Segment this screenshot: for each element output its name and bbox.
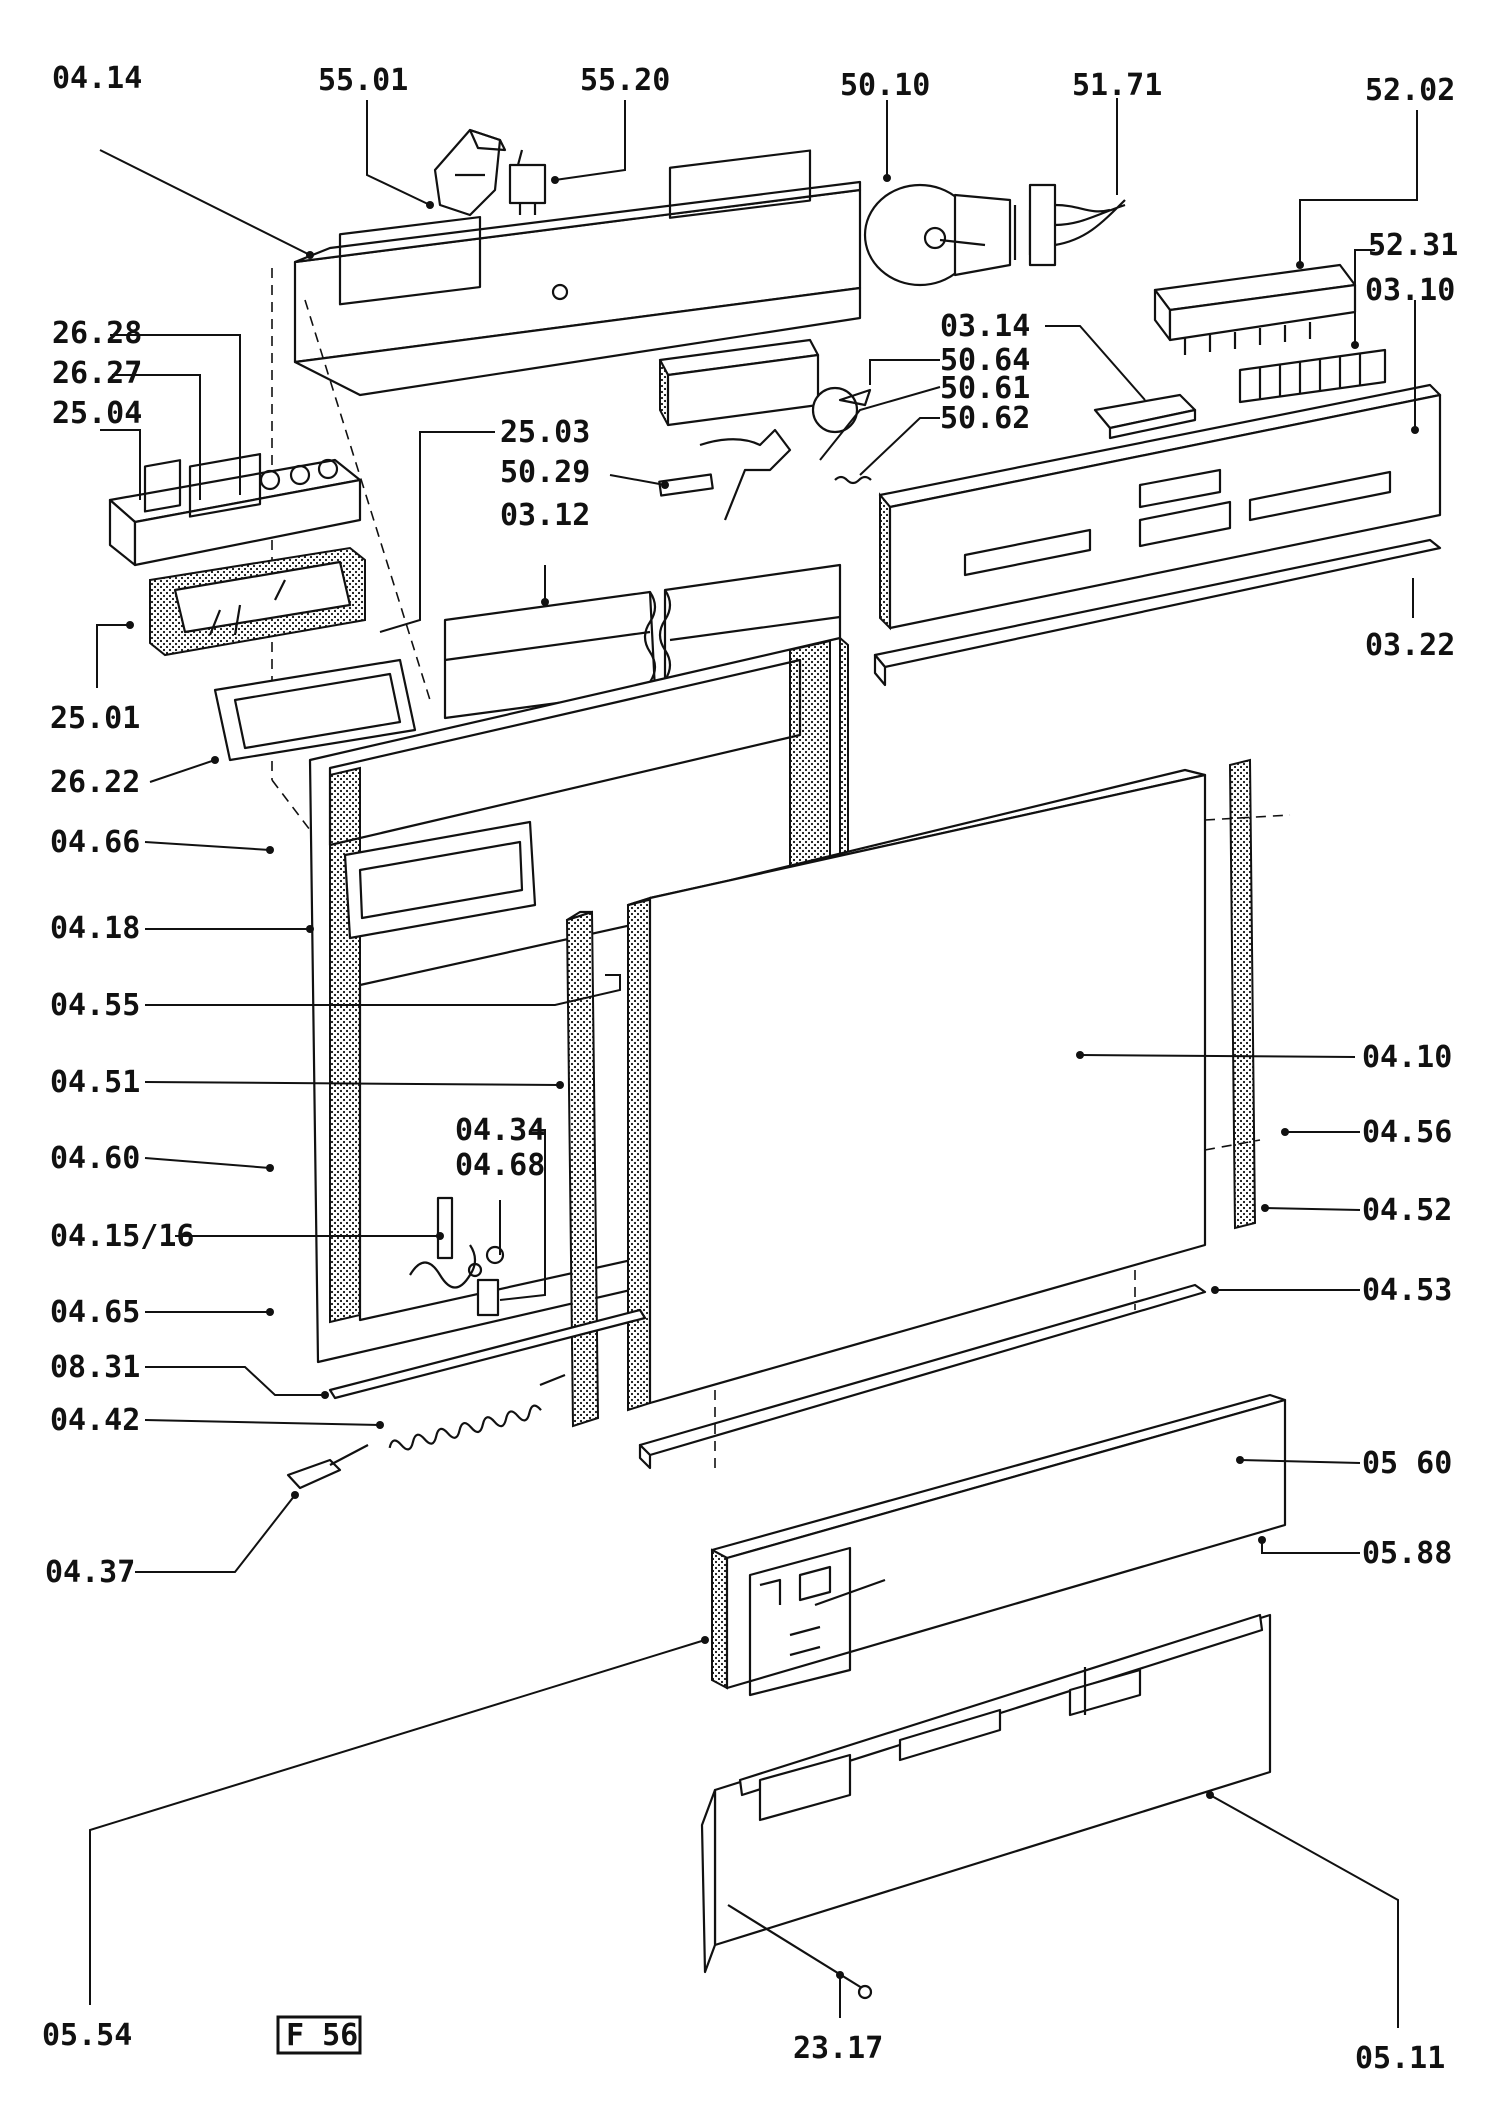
part-button-caps [1238,348,1387,404]
part-wire-harness [1028,183,1126,267]
part-hinge [409,1196,505,1317]
part-timer-motor [863,183,1032,287]
part-spring [388,1373,566,1451]
figure-label: F 56 [276,2015,362,2055]
label-04-55: 04.55 [50,988,140,1023]
part-base-plate [700,1613,1272,1974]
label-04-10: 04.10 [1362,1040,1452,1075]
label-05-11: 05.11 [1355,2041,1445,2076]
label-04-14: 04.14 [52,61,142,96]
label-04-15-16: 04.15/16 [50,1219,195,1254]
label-25-04: 25.04 [52,396,142,431]
label-04-66: 04.66 [50,825,140,860]
label-26-27: 26.27 [52,356,142,391]
part-microswitch-55-20 [508,149,547,215]
label-05-60: 05 60 [1362,1446,1452,1481]
part-side-strip-right [1204,758,1291,1230]
label-05-88: 05.88 [1362,1536,1452,1571]
leader-dots [126,174,1419,1979]
label-04-68: 04.68 [455,1148,545,1183]
label-26-28: 26.28 [52,316,142,351]
label-50-10: 50.10 [840,68,930,103]
label-50-64: 50.64 [940,343,1030,378]
figure-label-box [276,2015,362,2055]
part-handle [1093,393,1197,440]
label-04-37: 04.37 [45,1555,135,1590]
label-03-10: 03.10 [1365,273,1455,308]
label-04-53: 04.53 [1362,1273,1452,1308]
parts-drawing [108,128,1442,2000]
part-control-bracket [271,149,862,831]
figure-label-text: F 56 [286,2018,358,2053]
part-switch-55-01 [433,128,507,217]
part-button-block [1153,263,1357,355]
label-52-31: 52.31 [1368,228,1458,263]
label-04-52: 04.52 [1362,1193,1452,1228]
label-04-60: 04.60 [50,1141,140,1176]
label-25-03: 25.03 [500,415,590,450]
part-lever [286,1444,369,1490]
label-51-71: 51.71 [1072,68,1162,103]
label-05-54: 05.54 [42,2018,132,2053]
part-side-strip-left [565,910,600,1428]
label-50-61: 50.61 [940,371,1030,406]
label-04-51: 04.51 [50,1065,140,1100]
label-23-17: 23.17 [793,2031,883,2066]
label-50-62: 50.62 [940,401,1030,436]
part-gasket [213,658,417,762]
label-55-20: 55.20 [580,63,670,98]
label-03-12: 03.12 [500,498,590,533]
part-bottom-strips [328,1270,1207,1470]
part-kick-panel [710,1393,1287,1697]
leader-lines [89,98,1418,2028]
label-04-42: 04.42 [50,1403,140,1438]
part-outer-door [626,768,1207,1412]
label-03-14: 03.14 [940,309,1030,344]
label-04-34: 04.34 [455,1113,545,1148]
label-04-18: 04.18 [50,911,140,946]
label-52-02: 52.02 [1365,73,1455,108]
part-trim-strip [873,538,1442,687]
label-26-22: 26.22 [50,765,140,800]
label-03-22: 03.22 [1365,628,1455,663]
label-25-01: 25.01 [50,701,140,736]
label-04-56: 04.56 [1362,1115,1452,1150]
label-50-29: 50.29 [500,455,590,490]
label-08-31: 08.31 [50,1350,140,1385]
part-dispenser [108,453,366,657]
part-labels: 04.14 55.01 55.20 50.10 51.71 52.02 52.3… [42,61,1458,2076]
label-04-65: 04.65 [50,1295,140,1330]
part-control-panel [878,383,1442,631]
part-timer-mechanism [658,338,872,521]
label-55-01: 55.01 [318,63,408,98]
